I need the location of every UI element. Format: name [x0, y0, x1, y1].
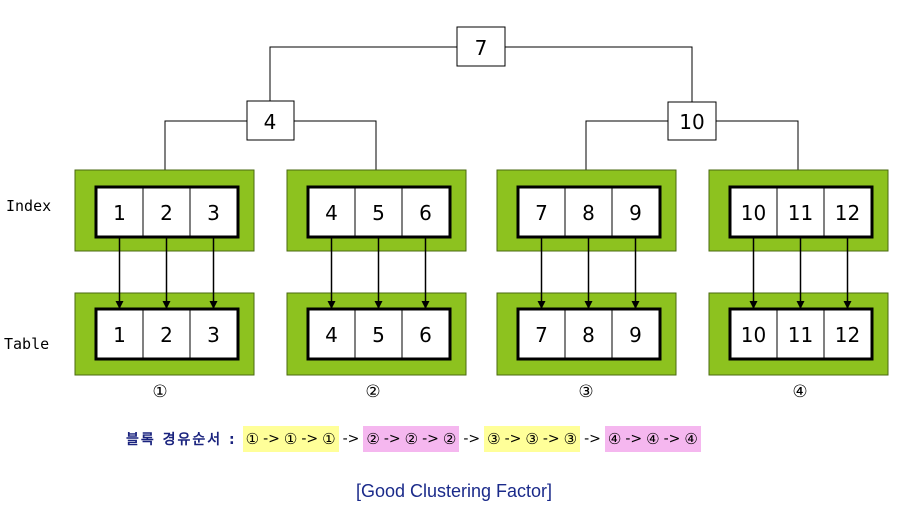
- order-step: ②: [366, 430, 380, 448]
- table-cell: 11: [788, 323, 813, 347]
- index-block: 1 2 3: [74, 169, 255, 252]
- table-block: 4 5 6: [286, 292, 467, 376]
- tree-node-left: 4: [246, 100, 295, 141]
- order-arrow: ->: [383, 431, 401, 447]
- order-step: ③: [487, 430, 501, 448]
- table-cell: 5: [372, 323, 385, 347]
- index-cell: 9: [629, 201, 642, 225]
- block-access-order: 블록 경유순서 : ①->①->①->②->②->②->③->③->③->④->…: [126, 426, 701, 452]
- index-block: 10 11 12: [708, 169, 889, 252]
- order-segment-3: ③->③->③: [484, 426, 581, 452]
- connector-4-block2: [294, 120, 377, 170]
- connector-root-left: [269, 46, 457, 101]
- order-arrow: ->: [463, 431, 481, 447]
- tree-node-root-label: 7: [475, 36, 488, 60]
- tree-node-left-label: 4: [264, 110, 277, 134]
- table-block: 7 8 9: [496, 292, 677, 376]
- index-block: 7 8 9: [496, 169, 677, 252]
- order-arrow: ->: [504, 431, 522, 447]
- order-step: ③: [563, 430, 578, 448]
- order-arrow: ->: [584, 431, 601, 447]
- order-step: ④: [684, 430, 698, 448]
- index-cell: 2: [160, 201, 173, 225]
- table-cell: 6: [419, 323, 432, 347]
- order-segment-4: ④->④->④: [604, 426, 701, 452]
- tree-node-right: 10: [667, 101, 717, 141]
- index-cell: 12: [835, 201, 860, 225]
- table-cell: 7: [535, 323, 548, 347]
- order-arrow: ->: [422, 431, 439, 447]
- index-cell: 5: [372, 201, 385, 225]
- index-cell: 10: [741, 201, 766, 225]
- order-step: ①: [322, 430, 336, 448]
- order-arrow: ->: [663, 431, 681, 447]
- index-cell: 3: [207, 201, 220, 225]
- order-step: ②: [404, 430, 419, 448]
- index-cell: 4: [325, 201, 338, 225]
- table-cell: 9: [629, 323, 642, 347]
- table-row-label: Table: [4, 335, 50, 353]
- order-arrow: ->: [342, 431, 360, 447]
- table-cell: 3: [207, 323, 220, 347]
- connector-10-block3: [585, 120, 668, 170]
- order-step: ④: [646, 430, 660, 448]
- table-cell: 12: [835, 323, 860, 347]
- index-cell: 11: [788, 201, 813, 225]
- connector-4-block1: [164, 120, 247, 170]
- order-step: ④: [607, 430, 622, 448]
- access-order-label: 블록 경유순서 :: [126, 432, 237, 448]
- table-cell: 2: [160, 323, 173, 347]
- index-cell: 6: [419, 201, 432, 225]
- index-to-table-arrows: [115, 238, 852, 309]
- tree-connectors: [164, 46, 799, 170]
- index-cell: 7: [535, 201, 548, 225]
- index-block: 4 5 6: [286, 169, 467, 252]
- table-cell: 10: [741, 323, 766, 347]
- order-segment-2: ②->②->②: [363, 426, 460, 452]
- order-step: ③: [525, 430, 539, 448]
- table-cell: 8: [582, 323, 595, 347]
- tree-node-root: 7: [456, 26, 506, 67]
- block-number-4: ④: [792, 382, 808, 402]
- table-cell: 4: [325, 323, 338, 347]
- order-segment-1: ①->①->①: [242, 426, 339, 452]
- index-row-label: Index: [6, 197, 52, 215]
- tree-node-right-label: 10: [679, 110, 704, 134]
- order-arrow: ->: [625, 431, 643, 447]
- block-number-2: ②: [365, 382, 381, 402]
- index-cell: 1: [113, 201, 126, 225]
- connector-root-right: [505, 46, 693, 102]
- order-arrow: ->: [301, 431, 319, 447]
- block-number-1: ①: [152, 382, 168, 402]
- index-cell: 8: [582, 201, 595, 225]
- order-step: ①: [283, 430, 298, 448]
- block-number-3: ③: [578, 382, 594, 402]
- table-block: 1 2 3: [74, 292, 255, 376]
- table-block: 10 11 12: [708, 292, 889, 376]
- order-arrow: ->: [542, 431, 560, 447]
- caption: [Good Clustering Factor]: [355, 481, 553, 501]
- connector-10-block4: [716, 120, 799, 170]
- table-cell: 1: [113, 323, 126, 347]
- order-arrow: ->: [263, 431, 280, 447]
- order-step: ②: [442, 430, 457, 448]
- order-step: ①: [245, 430, 260, 448]
